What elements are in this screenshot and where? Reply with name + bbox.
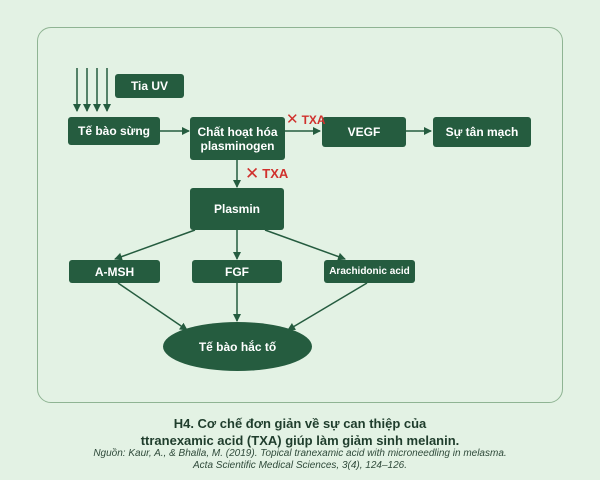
figure-caption-line2: ttranexamic acid (TXA) giúp làm giảm sin… <box>140 433 460 448</box>
node-melanocyte-label: Tế bào hắc tố <box>198 339 277 354</box>
arrow-plasmin-to-arachidonic <box>264 229 346 261</box>
figure-caption-line1: H4. Cơ chế đơn giản về sự can thiệp của <box>173 416 427 431</box>
source-line2: Acta Scientific Medical Sciences, 3(4), … <box>193 460 407 471</box>
txa-inhibitor-plasmin: ✕ TXA <box>245 163 289 183</box>
node-vegf: VEGF <box>322 117 406 147</box>
node-arachidonic-label: Arachidonic acid <box>329 265 410 277</box>
node-arachidonic-acid: Arachidonic acid <box>324 260 415 283</box>
node-plasmin: Plasmin <box>190 188 284 230</box>
txa-label: TXA <box>301 113 326 127</box>
node-uv: Tia UV <box>115 74 184 98</box>
inhibit-x-icon: ✕ <box>245 163 260 183</box>
txa-label: TXA <box>262 166 289 181</box>
node-fgf-label: FGF <box>225 264 249 279</box>
node-activator-line2: plasminogen <box>200 138 275 153</box>
source-line1: Nguồn: Kaur, A., & Bhalla, M. (2019). To… <box>93 448 507 459</box>
node-amsh-label: A-MSH <box>94 264 135 279</box>
node-uv-label: Tia UV <box>130 79 169 93</box>
node-keratinocyte: Tế bào sừng <box>68 117 160 145</box>
node-activator-line1: Chất hoạt hóa <box>197 124 278 139</box>
node-angiogenesis-label: Sự tân mạch <box>445 125 519 139</box>
arrow-arachidonic-to-melanocyte <box>287 282 368 331</box>
node-amsh: A-MSH <box>69 260 160 283</box>
node-vegf-label: VEGF <box>347 125 381 139</box>
arrow-plasmin-to-amsh <box>114 229 196 261</box>
node-melanocyte: Tế bào hắc tố <box>163 322 312 371</box>
node-fgf: FGF <box>192 260 282 283</box>
node-plasminogen-activator: Chất hoạt hóa plasminogen <box>190 117 285 160</box>
uv-rays <box>73 68 111 112</box>
inhibit-x-icon: ✕ <box>286 111 299 128</box>
node-keratinocyte-label: Tế bào sừng <box>77 124 151 138</box>
node-plasmin-label: Plasmin <box>213 202 261 216</box>
diagram-frame <box>37 27 563 403</box>
arrow-amsh-to-melanocyte <box>117 282 188 331</box>
txa-inhibitor-vegf: ✕ TXA <box>286 111 326 128</box>
node-angiogenesis: Sự tân mạch <box>433 117 531 147</box>
